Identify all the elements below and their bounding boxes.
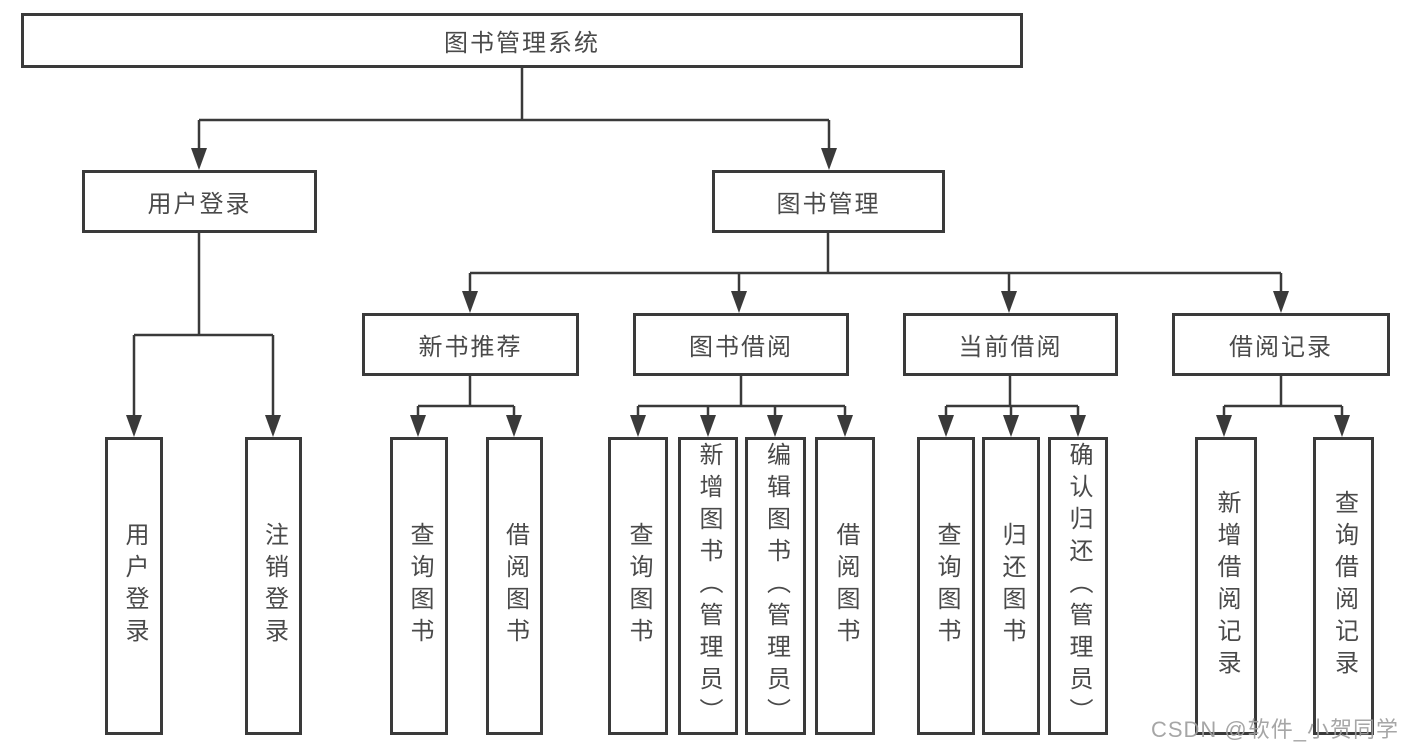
arrowhead bbox=[837, 415, 853, 437]
node-label: 借阅记录 bbox=[1229, 334, 1333, 361]
leaf-label: 查询图书 bbox=[933, 522, 960, 650]
leaf-label: 归还图书 bbox=[998, 522, 1025, 650]
arrowhead bbox=[462, 291, 478, 313]
leaf-query-books-current: 查询图书 bbox=[917, 437, 975, 735]
arrowhead bbox=[1216, 415, 1232, 437]
connector-current-borrowing-to-leaves bbox=[944, 376, 1080, 419]
node-current-borrowing: 当前借阅 bbox=[903, 313, 1118, 376]
arrowhead bbox=[506, 415, 522, 437]
leaf-label: 新增图书（管理员） bbox=[695, 442, 722, 730]
arrowhead bbox=[630, 415, 646, 437]
node-borrowing-records: 借阅记录 bbox=[1172, 313, 1390, 376]
arrowhead bbox=[700, 415, 716, 437]
node-label: 图书管理 bbox=[776, 191, 881, 218]
node-book-management: 图书管理 bbox=[712, 170, 945, 233]
leaf-add-book-admin: 新增图书（管理员） bbox=[678, 437, 738, 735]
leaf-label: 用户登录 bbox=[121, 522, 148, 650]
leaf-edit-book-admin: 编辑图书（管理员） bbox=[745, 437, 806, 735]
arrowhead bbox=[1273, 291, 1289, 313]
connector-user-login-to-leaves bbox=[132, 233, 275, 419]
arrowheads bbox=[126, 148, 1350, 437]
connector-new-book-to-leaves bbox=[416, 376, 516, 419]
arrowhead bbox=[767, 415, 783, 437]
node-label: 用户登录 bbox=[147, 191, 252, 218]
leaf-query-borrow-record: 查询借阅记录 bbox=[1313, 437, 1374, 735]
node-label: 新书推荐 bbox=[418, 334, 523, 361]
arrowhead bbox=[1334, 415, 1350, 437]
connector-root-to-level2 bbox=[197, 68, 831, 152]
leaf-label: 借阅图书 bbox=[832, 522, 859, 650]
arrowhead bbox=[126, 415, 142, 437]
leaf-query-books-borrowing: 查询图书 bbox=[608, 437, 668, 735]
leaf-borrow-books-recommend: 借阅图书 bbox=[486, 437, 543, 735]
leaf-label: 新增借阅记录 bbox=[1213, 490, 1240, 682]
node-label: 图书管理系统 bbox=[444, 30, 600, 57]
node-label: 图书借阅 bbox=[689, 334, 793, 361]
connector-paths bbox=[132, 68, 1344, 419]
node-book-borrowing: 图书借阅 bbox=[633, 313, 849, 376]
leaf-label: 借阅图书 bbox=[501, 522, 529, 650]
leaf-query-books-recommend: 查询图书 bbox=[390, 437, 448, 735]
leaf-return-books: 归还图书 bbox=[982, 437, 1040, 735]
arrowhead bbox=[821, 148, 837, 170]
node-new-book-recommendation: 新书推荐 bbox=[362, 313, 579, 376]
node-label: 当前借阅 bbox=[958, 334, 1063, 361]
leaf-user-login: 用户登录 bbox=[105, 437, 163, 735]
leaf-label: 注销登录 bbox=[260, 522, 288, 650]
connector-borrowing-records-to-leaves bbox=[1222, 376, 1344, 419]
node-user-login: 用户登录 bbox=[82, 170, 317, 233]
connector-book-borrowing-to-leaves bbox=[636, 376, 847, 419]
leaf-add-borrow-record: 新增借阅记录 bbox=[1195, 437, 1257, 735]
arrowhead bbox=[1070, 415, 1086, 437]
node-library-system: 图书管理系统 bbox=[21, 13, 1023, 68]
arrowhead bbox=[265, 415, 281, 437]
arrowhead bbox=[1003, 415, 1019, 437]
leaf-label: 查询图书 bbox=[406, 522, 433, 650]
arrowhead bbox=[191, 148, 207, 170]
leaf-confirm-return-admin: 确认归还（管理员） bbox=[1048, 437, 1108, 735]
leaf-label: 查询图书 bbox=[625, 522, 652, 650]
arrowhead bbox=[1001, 291, 1017, 313]
arrowhead bbox=[410, 415, 426, 437]
leaf-borrow-books-borrowing: 借阅图书 bbox=[815, 437, 875, 735]
csdn-watermark: CSDN @软件_小贺同学 bbox=[1150, 717, 1399, 742]
arrowhead bbox=[938, 415, 954, 437]
leaf-label: 查询借阅记录 bbox=[1330, 490, 1358, 682]
connector-book-management-to-level3 bbox=[468, 233, 1283, 295]
leaf-label: 编辑图书（管理员） bbox=[762, 442, 790, 730]
leaf-label: 确认归还（管理员） bbox=[1065, 442, 1092, 730]
leaf-logout: 注销登录 bbox=[245, 437, 302, 735]
arrowhead bbox=[731, 291, 747, 313]
